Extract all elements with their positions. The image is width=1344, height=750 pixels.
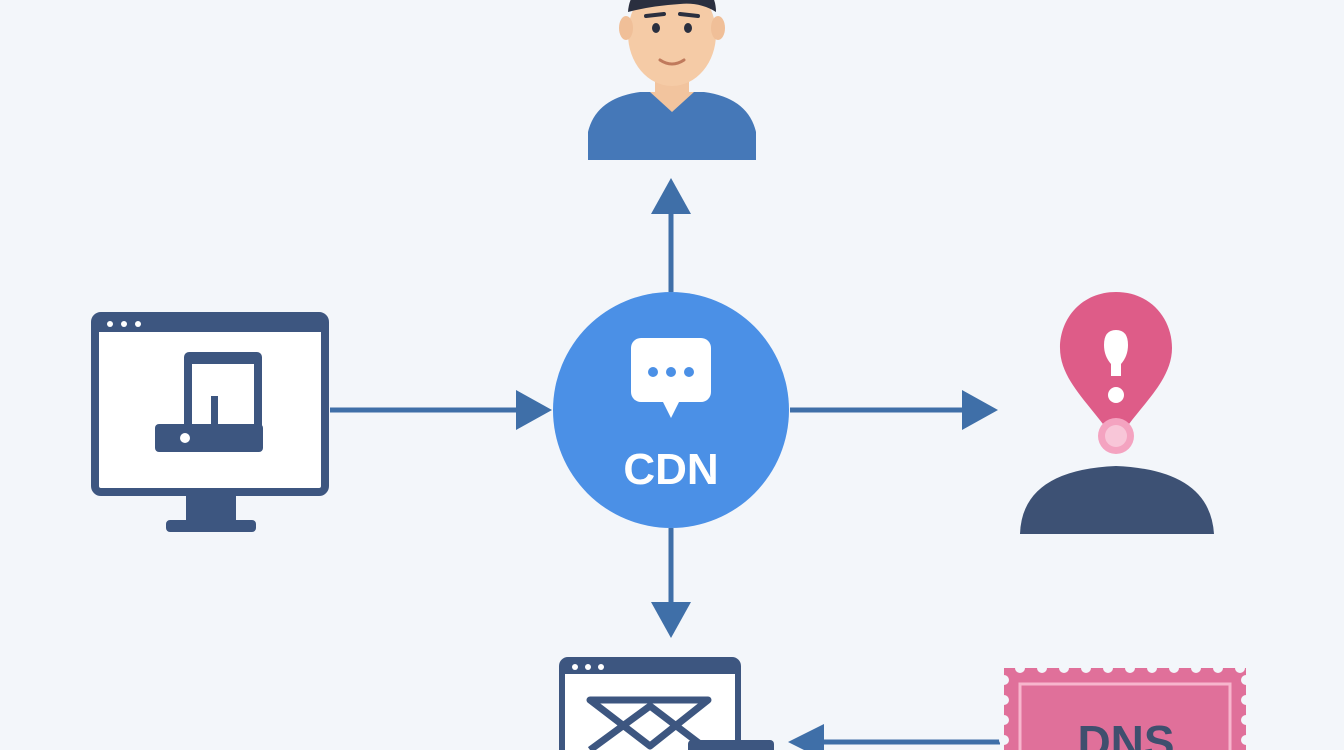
arrow-dns-to-bottom (788, 724, 1000, 750)
stamp-icon: DNS (999, 663, 1251, 750)
cdn-label: CDN (623, 445, 718, 494)
arrow-up (651, 178, 691, 292)
user-avatar-icon (588, 0, 756, 160)
location-pin-user-icon (1020, 292, 1214, 534)
chat-bubble-icon (631, 338, 711, 418)
browser-mail-icon (559, 657, 774, 750)
cdn-node: CDN (553, 292, 789, 528)
dns-label: DNS (1077, 716, 1174, 750)
arrow-center-to-right (790, 390, 998, 430)
arrow-down (651, 528, 691, 638)
arrow-left-to-center (330, 390, 552, 430)
monitor-server-icon (91, 312, 329, 532)
